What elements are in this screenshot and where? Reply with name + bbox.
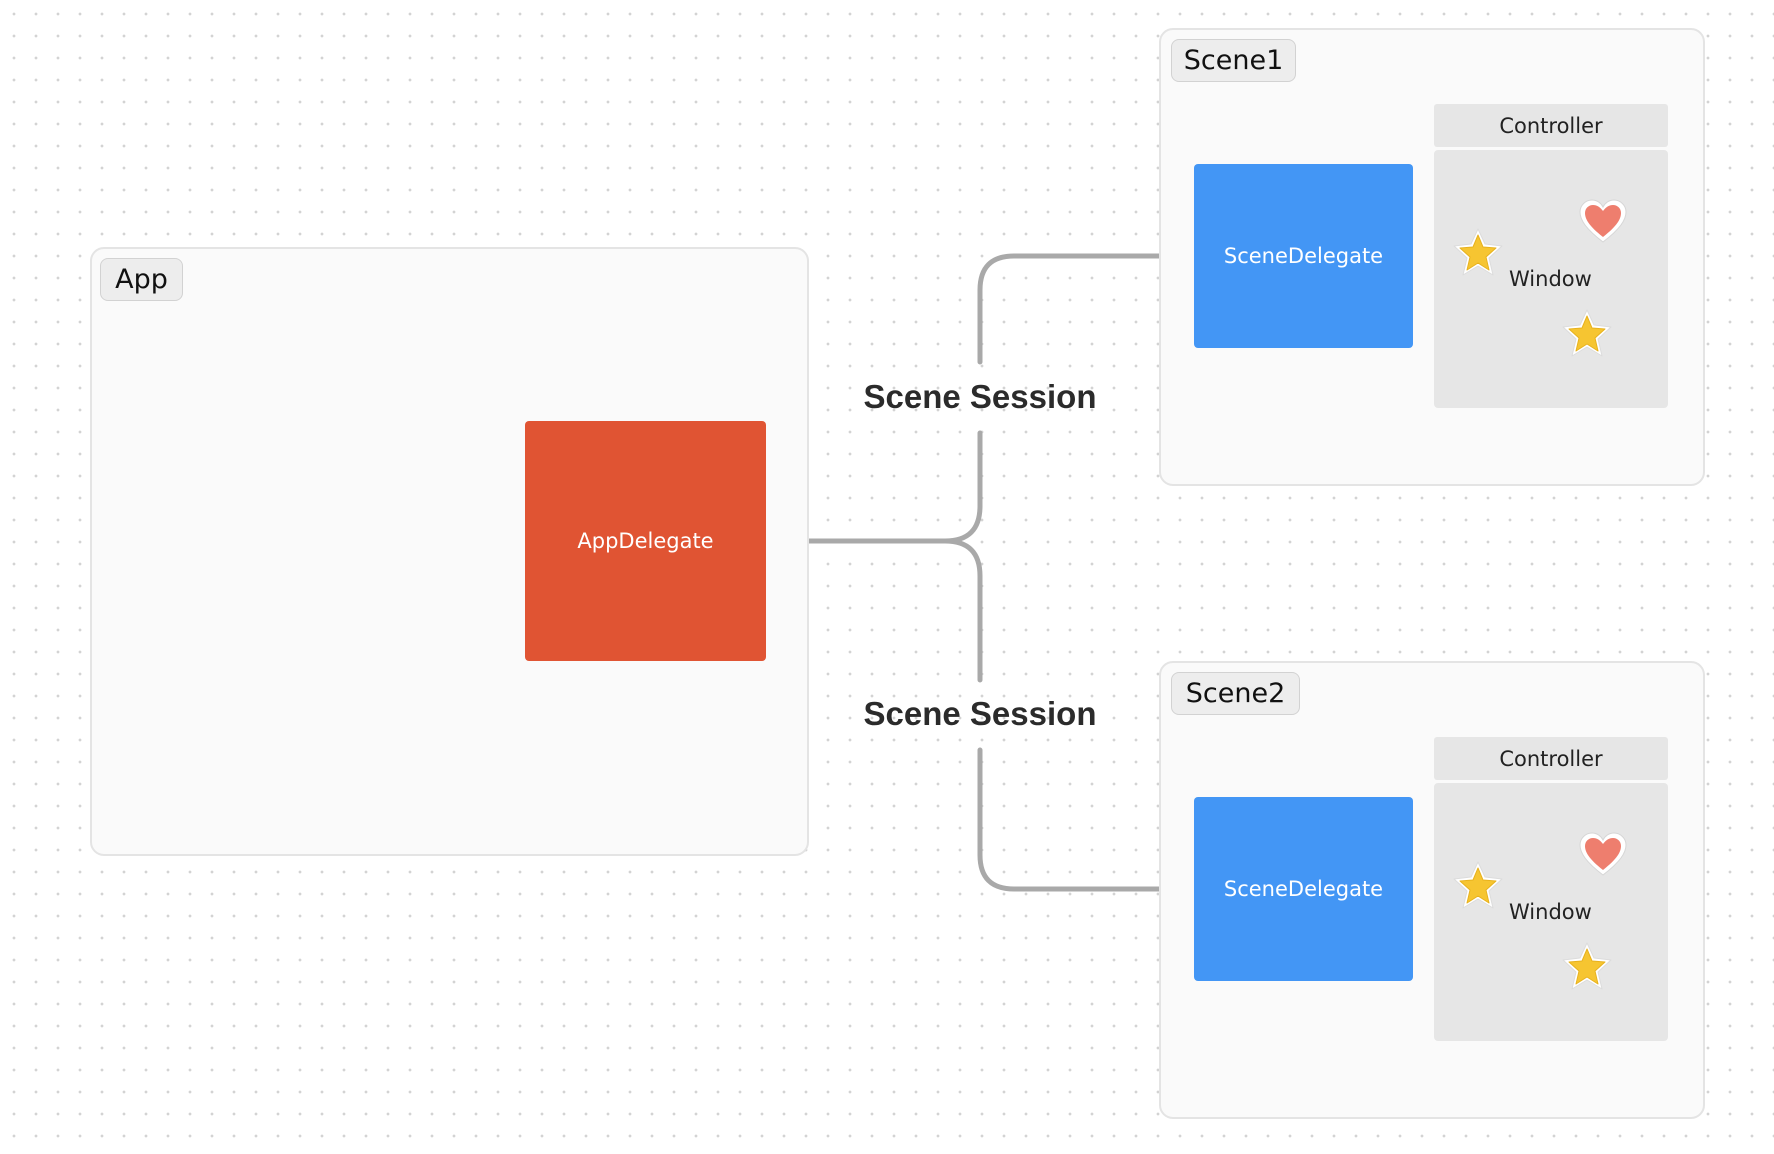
- scene2-frame-label: Scene2: [1171, 672, 1300, 715]
- star-icon: [1562, 309, 1612, 357]
- scene2-window-box[interactable]: [1434, 783, 1668, 1041]
- scene1-controller-header: Controller: [1434, 104, 1668, 147]
- scene2-controller-header: Controller: [1434, 737, 1668, 780]
- star-icon: [1453, 861, 1503, 909]
- heart-icon: [1579, 832, 1627, 876]
- scene1-delegate-block[interactable]: SceneDelegate: [1194, 164, 1413, 348]
- scene1-frame-label: Scene1: [1171, 39, 1296, 82]
- connector-to-scene1: [942, 430, 983, 544]
- scene2-window-label: Window: [1509, 900, 1592, 924]
- app-delegate-block[interactable]: AppDelegate: [525, 421, 766, 661]
- connector-to-scene2-lower: [977, 747, 1189, 892]
- scene-session-label-1: Scene Session: [863, 378, 1097, 415]
- connector-to-scene2: [942, 538, 983, 683]
- connector-to-scene1-upper: [977, 253, 1193, 365]
- scene1-window-label: Window: [1509, 267, 1592, 291]
- app-frame-label: App: [100, 258, 183, 301]
- star-icon: [1562, 942, 1612, 990]
- scene-session-label-2: Scene Session: [863, 695, 1097, 732]
- star-icon: [1453, 228, 1503, 276]
- heart-icon: [1579, 199, 1627, 243]
- scene2-delegate-block[interactable]: SceneDelegate: [1194, 797, 1413, 981]
- scene1-window-box[interactable]: [1434, 150, 1668, 408]
